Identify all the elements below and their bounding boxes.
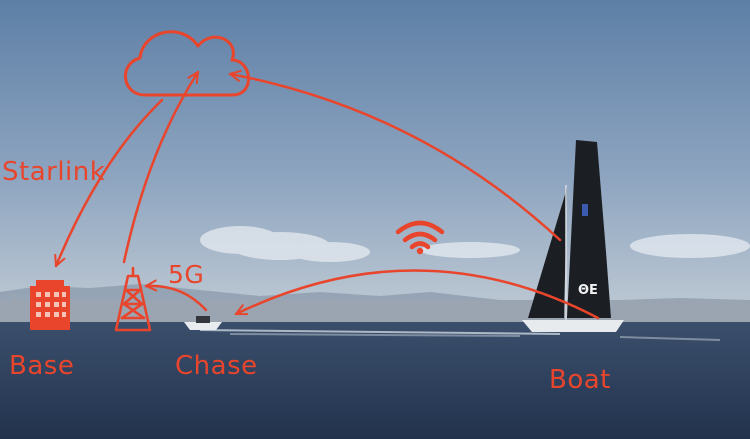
background-clouds [200,226,750,262]
cloud-icon [123,30,250,97]
cell-tower-icon [114,266,152,332]
sea [0,322,750,439]
connection-arrows [54,69,600,320]
arrow-boat-to-cloud [228,69,562,242]
arrow-tower-to-cloud [122,70,200,264]
5g-label: 5G [168,260,205,289]
building-icon [30,280,70,330]
arrow-boat-to-chase [234,269,600,320]
wake [199,329,721,341]
sky [0,0,750,325]
wifi-icon [395,220,445,250]
arrow-chase-to-tower [144,279,208,312]
wifi-icon-dot [416,247,424,255]
arrow-cloud-to-base [54,98,164,268]
starlink-label: Starlink [2,157,106,187]
base-label: Base [9,351,75,381]
boat-label: Boat [549,365,611,395]
chase-boat [184,316,222,330]
chase-label: Chase [175,351,258,381]
sailboat: ΘE [522,140,624,332]
sail-logo: ΘE [578,283,598,298]
